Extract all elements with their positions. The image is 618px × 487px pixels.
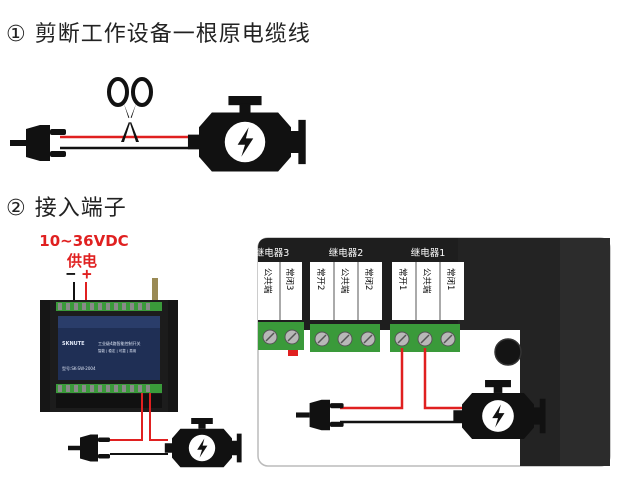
motor-icon xyxy=(164,418,242,468)
plug-icon xyxy=(10,125,66,161)
scissors-icon xyxy=(107,77,153,142)
plus-sign: + xyxy=(82,264,92,283)
terminal-label: 常闭2 xyxy=(363,268,374,290)
minus-sign: − xyxy=(66,264,76,283)
supply-voltage-label: 10~36VDC xyxy=(39,232,129,250)
terminal-label: 常闭1 xyxy=(445,268,456,290)
terminal-label: 公共端 xyxy=(339,268,350,294)
relay1-name: 继电器1 xyxy=(411,247,446,259)
step1-title: ① 剪断工作设备一根原电缆线 xyxy=(6,22,311,47)
terminal-label: 公共端 xyxy=(421,268,432,294)
motor-icon xyxy=(187,96,306,172)
device-desc-line1: 工业级4路智能控制开关 xyxy=(98,340,141,346)
plug-icon xyxy=(68,434,110,462)
device-brand: SKNUTE xyxy=(62,341,85,347)
terminal-label: 常开1 xyxy=(397,268,408,290)
relay-module xyxy=(40,278,178,412)
supply-label: 供电 xyxy=(66,252,97,270)
step2-small-wires xyxy=(110,393,168,455)
relay3-name: 继电器3 xyxy=(255,247,290,259)
terminal-label: 公共端 xyxy=(262,268,273,294)
device-desc-line2: 智能 | 稳定 | 可靠 | 易用 xyxy=(98,348,137,353)
terminal-label: 常开2 xyxy=(315,268,326,290)
relay2-name: 继电器2 xyxy=(329,247,364,259)
zoom-panel xyxy=(257,237,611,467)
device-model: 型号:SK-SW-2004 xyxy=(62,365,96,371)
terminal-label: 常闭3 xyxy=(284,268,295,290)
step2-title: ② 接入端子 xyxy=(6,196,127,221)
